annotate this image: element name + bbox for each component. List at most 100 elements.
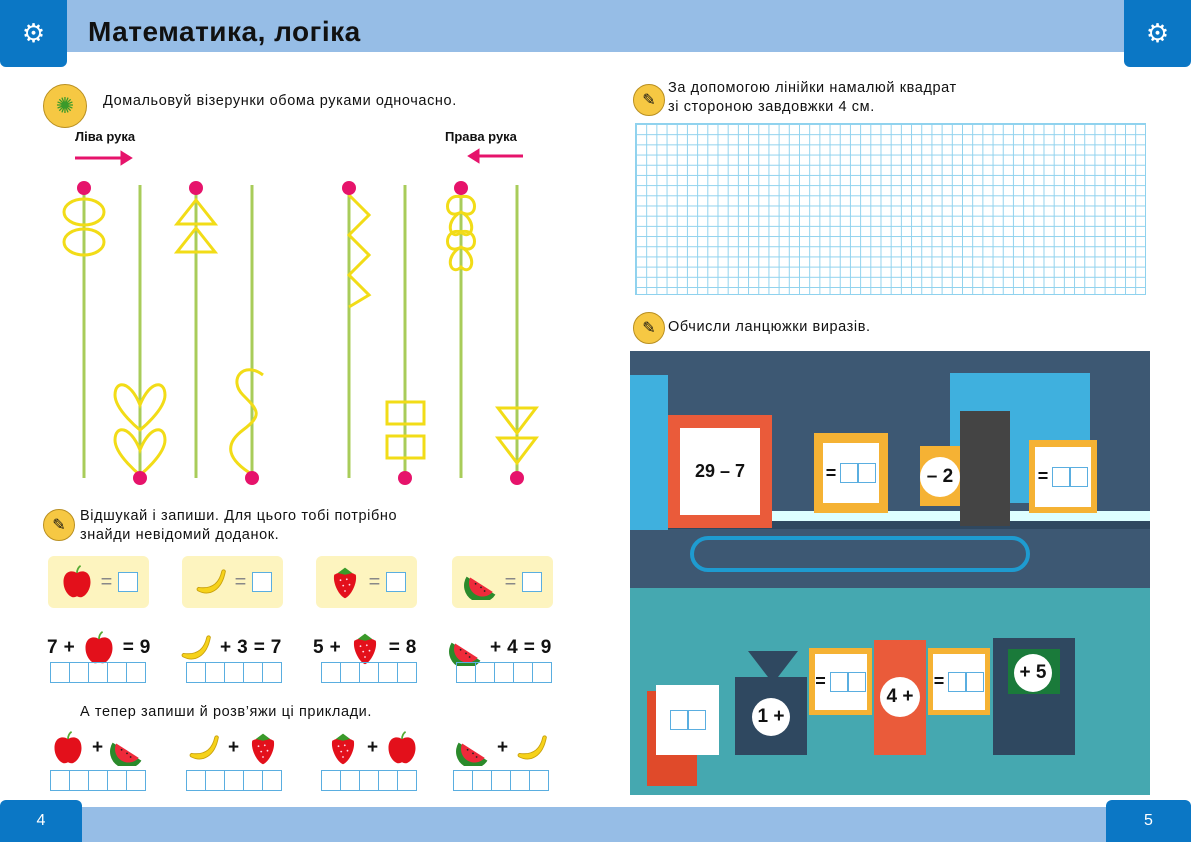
apple-icon [81, 630, 117, 666]
answer-cells[interactable] [453, 770, 549, 791]
strawberry-icon [347, 630, 383, 666]
equals: = [825, 462, 837, 483]
answer-cells[interactable] [186, 770, 282, 791]
equals: = [253, 637, 265, 658]
final-answer-box[interactable] [669, 710, 706, 730]
result: 9 [139, 637, 151, 658]
right-hand-label: Права рука [445, 129, 517, 144]
equals: = [122, 637, 134, 658]
equation-4: +4=9 [448, 630, 551, 666]
pattern-drawing-area[interactable] [0, 140, 600, 490]
watermelon-icon [109, 730, 145, 766]
fruit-sum-2: + [186, 730, 281, 766]
answer-box[interactable] [840, 463, 877, 483]
fruit-value-banana: = [182, 556, 283, 608]
equals-sign: = [368, 570, 381, 593]
task3-line1: За допомогою лінійки намалюй квадрат [668, 80, 957, 96]
answer-box[interactable] [386, 572, 407, 592]
plus-5-operation: + 5 [1014, 654, 1052, 692]
equals: = [523, 637, 535, 658]
answer-box[interactable] [1052, 466, 1089, 487]
result: 9 [540, 637, 552, 658]
answer-cells[interactable] [321, 770, 417, 791]
page-number-left: 4 [0, 800, 82, 842]
number: 3 [237, 637, 248, 658]
strawberry-icon [245, 730, 281, 766]
fruit-value-apple: = [48, 556, 149, 608]
watermelon-icon [463, 564, 499, 600]
apple-icon [50, 730, 86, 766]
task4-instruction: Обчисли ланцюжки виразів. [668, 319, 871, 335]
plus: + [490, 637, 502, 658]
banana-icon [514, 730, 550, 766]
answer-cells[interactable] [50, 770, 146, 791]
answer-box[interactable] [829, 671, 866, 692]
fruit-value-watermelon: = [452, 556, 553, 608]
plus: + [329, 637, 341, 658]
task3-line2: зі стороною завдовжки 4 см. [668, 99, 875, 115]
fruit-value-strawberry: = [316, 556, 417, 608]
answer-cells[interactable] [50, 662, 146, 683]
task2-subinstruction: А тепер запиши й розв’яжи ці приклади. [80, 704, 373, 720]
plus: + [228, 737, 240, 758]
header-band [0, 0, 1191, 52]
fruit-sum-3: + [325, 730, 420, 766]
result: 7 [270, 637, 282, 658]
footer-band [0, 807, 1191, 842]
banana-icon [193, 564, 229, 600]
equation-1: 7+ =9 [47, 630, 150, 666]
plus: + [497, 737, 509, 758]
answer-box[interactable] [118, 572, 139, 592]
one-plus-operation: 1 + [752, 698, 790, 736]
pencil-icon: ✎ [43, 509, 75, 541]
banana-icon [186, 730, 222, 766]
equation-3: 5+ =8 [313, 630, 416, 666]
task2-line1: Відшукай і запиши. Для цього тобі потріб… [80, 508, 398, 524]
equals: = [1037, 466, 1049, 486]
page-title: Математика, логіка [88, 16, 361, 47]
answer-cells[interactable] [456, 662, 552, 683]
equals: = [388, 637, 400, 658]
result: 8 [405, 637, 417, 658]
plus: + [220, 637, 232, 658]
apple-icon [59, 564, 95, 600]
equals-sign: = [100, 570, 113, 593]
strawberry-icon [327, 564, 363, 600]
brain-math-icon: ⚙ [1145, 18, 1170, 48]
plus: + [92, 737, 104, 758]
plus: + [367, 737, 379, 758]
answer-box[interactable] [252, 572, 273, 592]
number: 5 [313, 637, 324, 658]
section-icon-right: ⚙ [1124, 0, 1191, 67]
task1-instruction: Домальовуй візерунки обома руками одноча… [103, 93, 457, 109]
page-number-right: 5 [1106, 800, 1191, 842]
left-hand-label: Ліва рука [75, 129, 136, 144]
answer-box[interactable] [522, 572, 543, 592]
equals-sign: = [504, 570, 517, 593]
equals-sign: = [234, 570, 247, 593]
plus: + [63, 637, 75, 658]
banana-icon [178, 630, 214, 666]
four-plus-operation: 4 + [880, 677, 920, 717]
answer-box[interactable] [948, 671, 985, 692]
pencil-icon: ✎ [633, 84, 665, 116]
number: 7 [47, 637, 58, 658]
drawing-grid[interactable] [635, 123, 1146, 295]
factory-illustration: 29 – 7 = – 2 = 1 + = 4 + = + 5 [630, 351, 1150, 795]
answer-cells[interactable] [186, 662, 282, 683]
task2-line2: знайди невідомий доданок. [80, 527, 280, 543]
answer-cells[interactable] [321, 662, 417, 683]
pencil-icon: ✎ [633, 312, 665, 344]
start-expression: 29 – 7 [680, 428, 760, 515]
task3-instruction: За допомогою лінійки намалюй квадрат зі с… [668, 79, 957, 117]
fruit-sum-1: + [50, 730, 145, 766]
section-icon-left: ⚙ [0, 0, 67, 67]
brain-math-icon: ⚙ [21, 18, 46, 48]
equation-2: +3=7 [178, 630, 281, 666]
apple-icon [384, 730, 420, 766]
brain-icon: ✺ [43, 84, 87, 128]
task2-instruction: Відшукай і запиши. Для цього тобі потріб… [80, 507, 397, 545]
fruit-sum-4: + [455, 730, 550, 766]
minus-2-operation: – 2 [920, 457, 960, 497]
strawberry-icon [325, 730, 361, 766]
